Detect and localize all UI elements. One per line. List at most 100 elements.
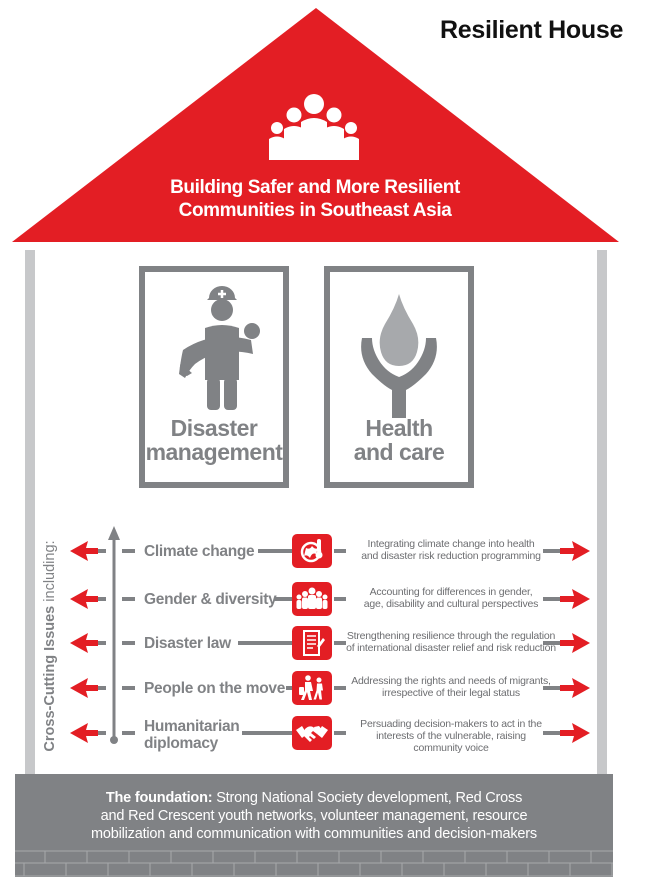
connector-line [543,597,569,601]
connector-line [258,549,292,553]
brick-pattern [15,850,613,877]
issue-desc-line: Integrating climate change into health [367,538,535,550]
issue-icon-box [292,626,332,660]
left-arrow-icon [70,633,98,653]
connector-line [238,641,292,645]
hands-holding-drop-icon [361,294,437,418]
issue-label: Humanitarian diplomacy [144,718,240,752]
cross-cutting-graphics [70,526,590,744]
issue-description: Integrating climate change into health a… [344,538,558,562]
left-arrow-icon [70,678,98,698]
page-title: Resilient House [440,16,624,44]
pillar-label: Disaster management [145,416,283,464]
right-arrow-icon [560,633,590,653]
issue-icon-box [292,534,332,568]
foundation-line1-text: Strong National Society development, Red… [212,790,523,806]
issue-desc-line: Strengthening resilience through the reg… [346,630,556,642]
foundation-line1: The foundation: Strong National Society … [40,789,588,807]
right-arrow-icon [560,589,590,609]
connector-line [543,641,569,645]
connector-dash [122,731,135,735]
issue-desc-line: Persuading decision-makers to act in the [360,718,542,730]
left-wall [25,250,35,774]
issue-desc-line: and disaster risk reduction programming [361,550,541,562]
connector-dash [98,549,106,553]
connector-line [242,731,292,735]
connector-line [543,549,569,553]
issue-desc-line: Accounting for differences in gender, [369,586,533,598]
issue-icon-box [292,582,332,616]
left-arrow-icon [70,589,98,609]
issue-label: Gender & diversity [144,591,277,608]
roof-title-line1: Building Safer and More Resilient [170,177,460,198]
connector-dash [98,731,106,735]
right-arrow-icon [560,678,590,698]
issue-label-line1: Humanitarian [144,718,240,735]
migrants-walking-icon [299,675,323,700]
issue-description: Accounting for differences in gender, ag… [344,586,558,610]
connector-line [543,686,569,690]
issue-desc-line: age, disability and cultural perspective… [363,598,539,610]
right-arrow-icon [560,723,590,743]
connector-dash [122,597,135,601]
issue-desc-line: Addressing the rights and needs of migra… [351,675,551,687]
roof-title-line2: Communities in Southeast Asia [178,200,452,221]
connector-dash [122,549,135,553]
connector-line [274,597,292,601]
foundation-line2: and Red Crescent youth networks, volunte… [100,808,528,824]
issue-desc-line: interests of the vulnerable, raising [376,730,526,742]
foundation [15,774,613,877]
rescuer-carrying-person-icon [179,286,260,410]
pillar-label-line1: Disaster [170,415,258,441]
cross-cutting-label: Cross-Cutting Issues including: [42,516,58,776]
connector-dash [98,597,106,601]
pillar-label-line1: Health [365,415,433,441]
connector-line [334,731,346,735]
connector-line [334,549,346,553]
foundation-bold: The foundation: [105,790,213,806]
pillar-disaster-management: Disaster management [139,266,289,488]
issue-icon-box [292,716,332,750]
issue-description: Addressing the rights and needs of migra… [344,675,558,699]
globe-thermometer-icon [300,539,323,563]
connector-line [334,686,346,690]
connector-dash [122,686,135,690]
connector-dash [98,641,106,645]
roof-title: Building Safer and More Resilient Commun… [110,176,520,222]
left-arrow-icon [70,541,98,561]
right-arrow-icon [560,541,590,561]
issue-icon-box [292,671,332,705]
pillar-health-and-care: Health and care [324,266,474,488]
foundation-line3: mobilization and communication with comm… [91,826,537,842]
cross-cutting-bold: Cross-Cutting Issues [42,605,58,752]
handshake-icon [296,726,328,742]
pillar-label-line2: and care [353,439,445,465]
axis-dot [110,736,118,744]
issue-desc-line: irrespective of their legal status [382,687,520,699]
connector-line [543,731,569,735]
issue-label: Disaster law [144,635,231,652]
up-arrow-icon [108,526,120,540]
connector-dash [122,641,135,645]
connector-line [286,686,292,690]
people-group-icon [269,94,359,160]
issue-label: People on the move [144,680,286,697]
right-wall [597,250,607,774]
pillar-label: Health and care [330,416,468,464]
connector-dash [98,686,106,690]
issue-desc-line: of international disaster relief and ris… [346,642,556,654]
connector-line [334,641,346,645]
cross-cutting-rest: including: [42,540,58,606]
left-arrow-icon [70,723,98,743]
issue-label: Climate change [144,543,255,560]
document-scroll-icon [303,630,325,656]
issue-desc-line: community voice [413,742,489,754]
connector-line [334,597,346,601]
pillar-label-line2: management [145,439,283,465]
issue-description: Persuading decision-makers to act in the… [344,718,558,754]
roof [12,8,619,242]
foundation-text: The foundation: Strong National Society … [40,789,588,843]
issue-label-line2: diplomacy [144,735,218,752]
issue-description: Strengthening resilience through the reg… [344,630,558,654]
people-group-icon [296,587,328,609]
